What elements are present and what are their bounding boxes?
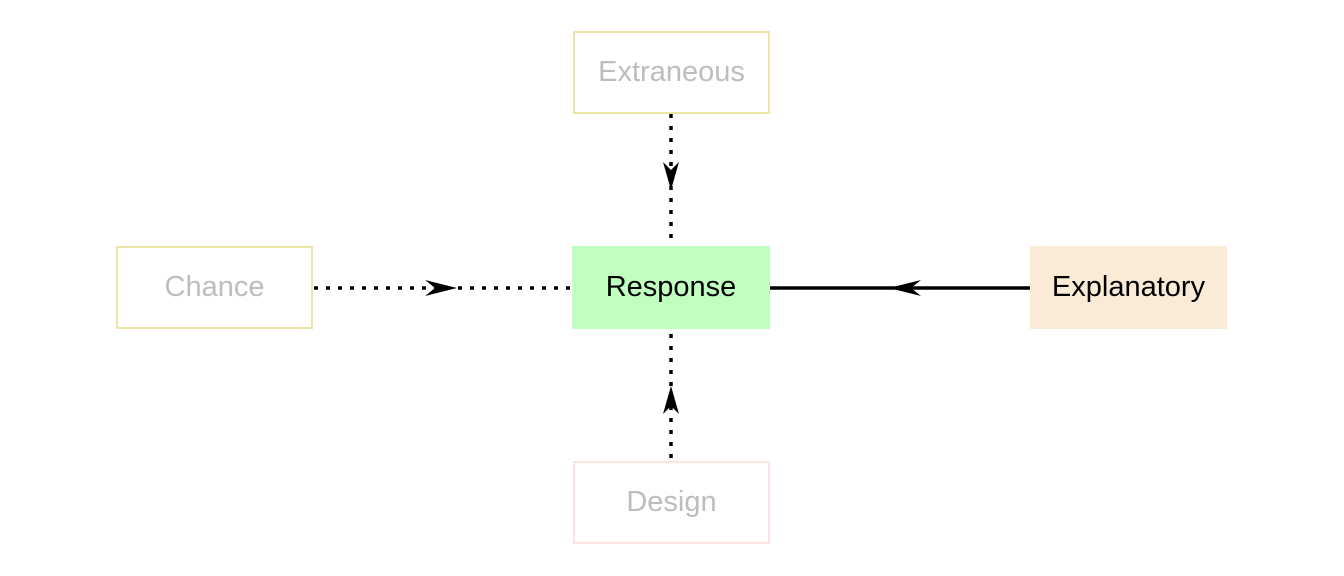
node-explanatory: Explanatory	[1030, 246, 1227, 329]
edge-chance-to-response	[314, 280, 572, 296]
arrowhead-icon	[425, 280, 457, 296]
node-extraneous-label: Extraneous	[598, 56, 745, 88]
arrowhead-icon	[663, 162, 679, 190]
node-chance: Chance	[116, 246, 313, 329]
node-explanatory-label: Explanatory	[1051, 271, 1206, 303]
edge-extraneous-to-response	[663, 114, 679, 246]
node-chance-label: Chance	[164, 271, 265, 303]
edge-explanatory-to-response	[770, 280, 1030, 296]
node-design: Design	[573, 461, 770, 544]
node-extraneous: Extraneous	[573, 31, 770, 114]
node-response: Response	[572, 246, 770, 329]
node-response-label: Response	[605, 271, 737, 303]
edge-design-to-response	[663, 334, 679, 460]
node-design-label: Design	[626, 486, 717, 518]
arrowhead-icon	[889, 280, 921, 296]
arrowhead-icon	[663, 386, 679, 414]
